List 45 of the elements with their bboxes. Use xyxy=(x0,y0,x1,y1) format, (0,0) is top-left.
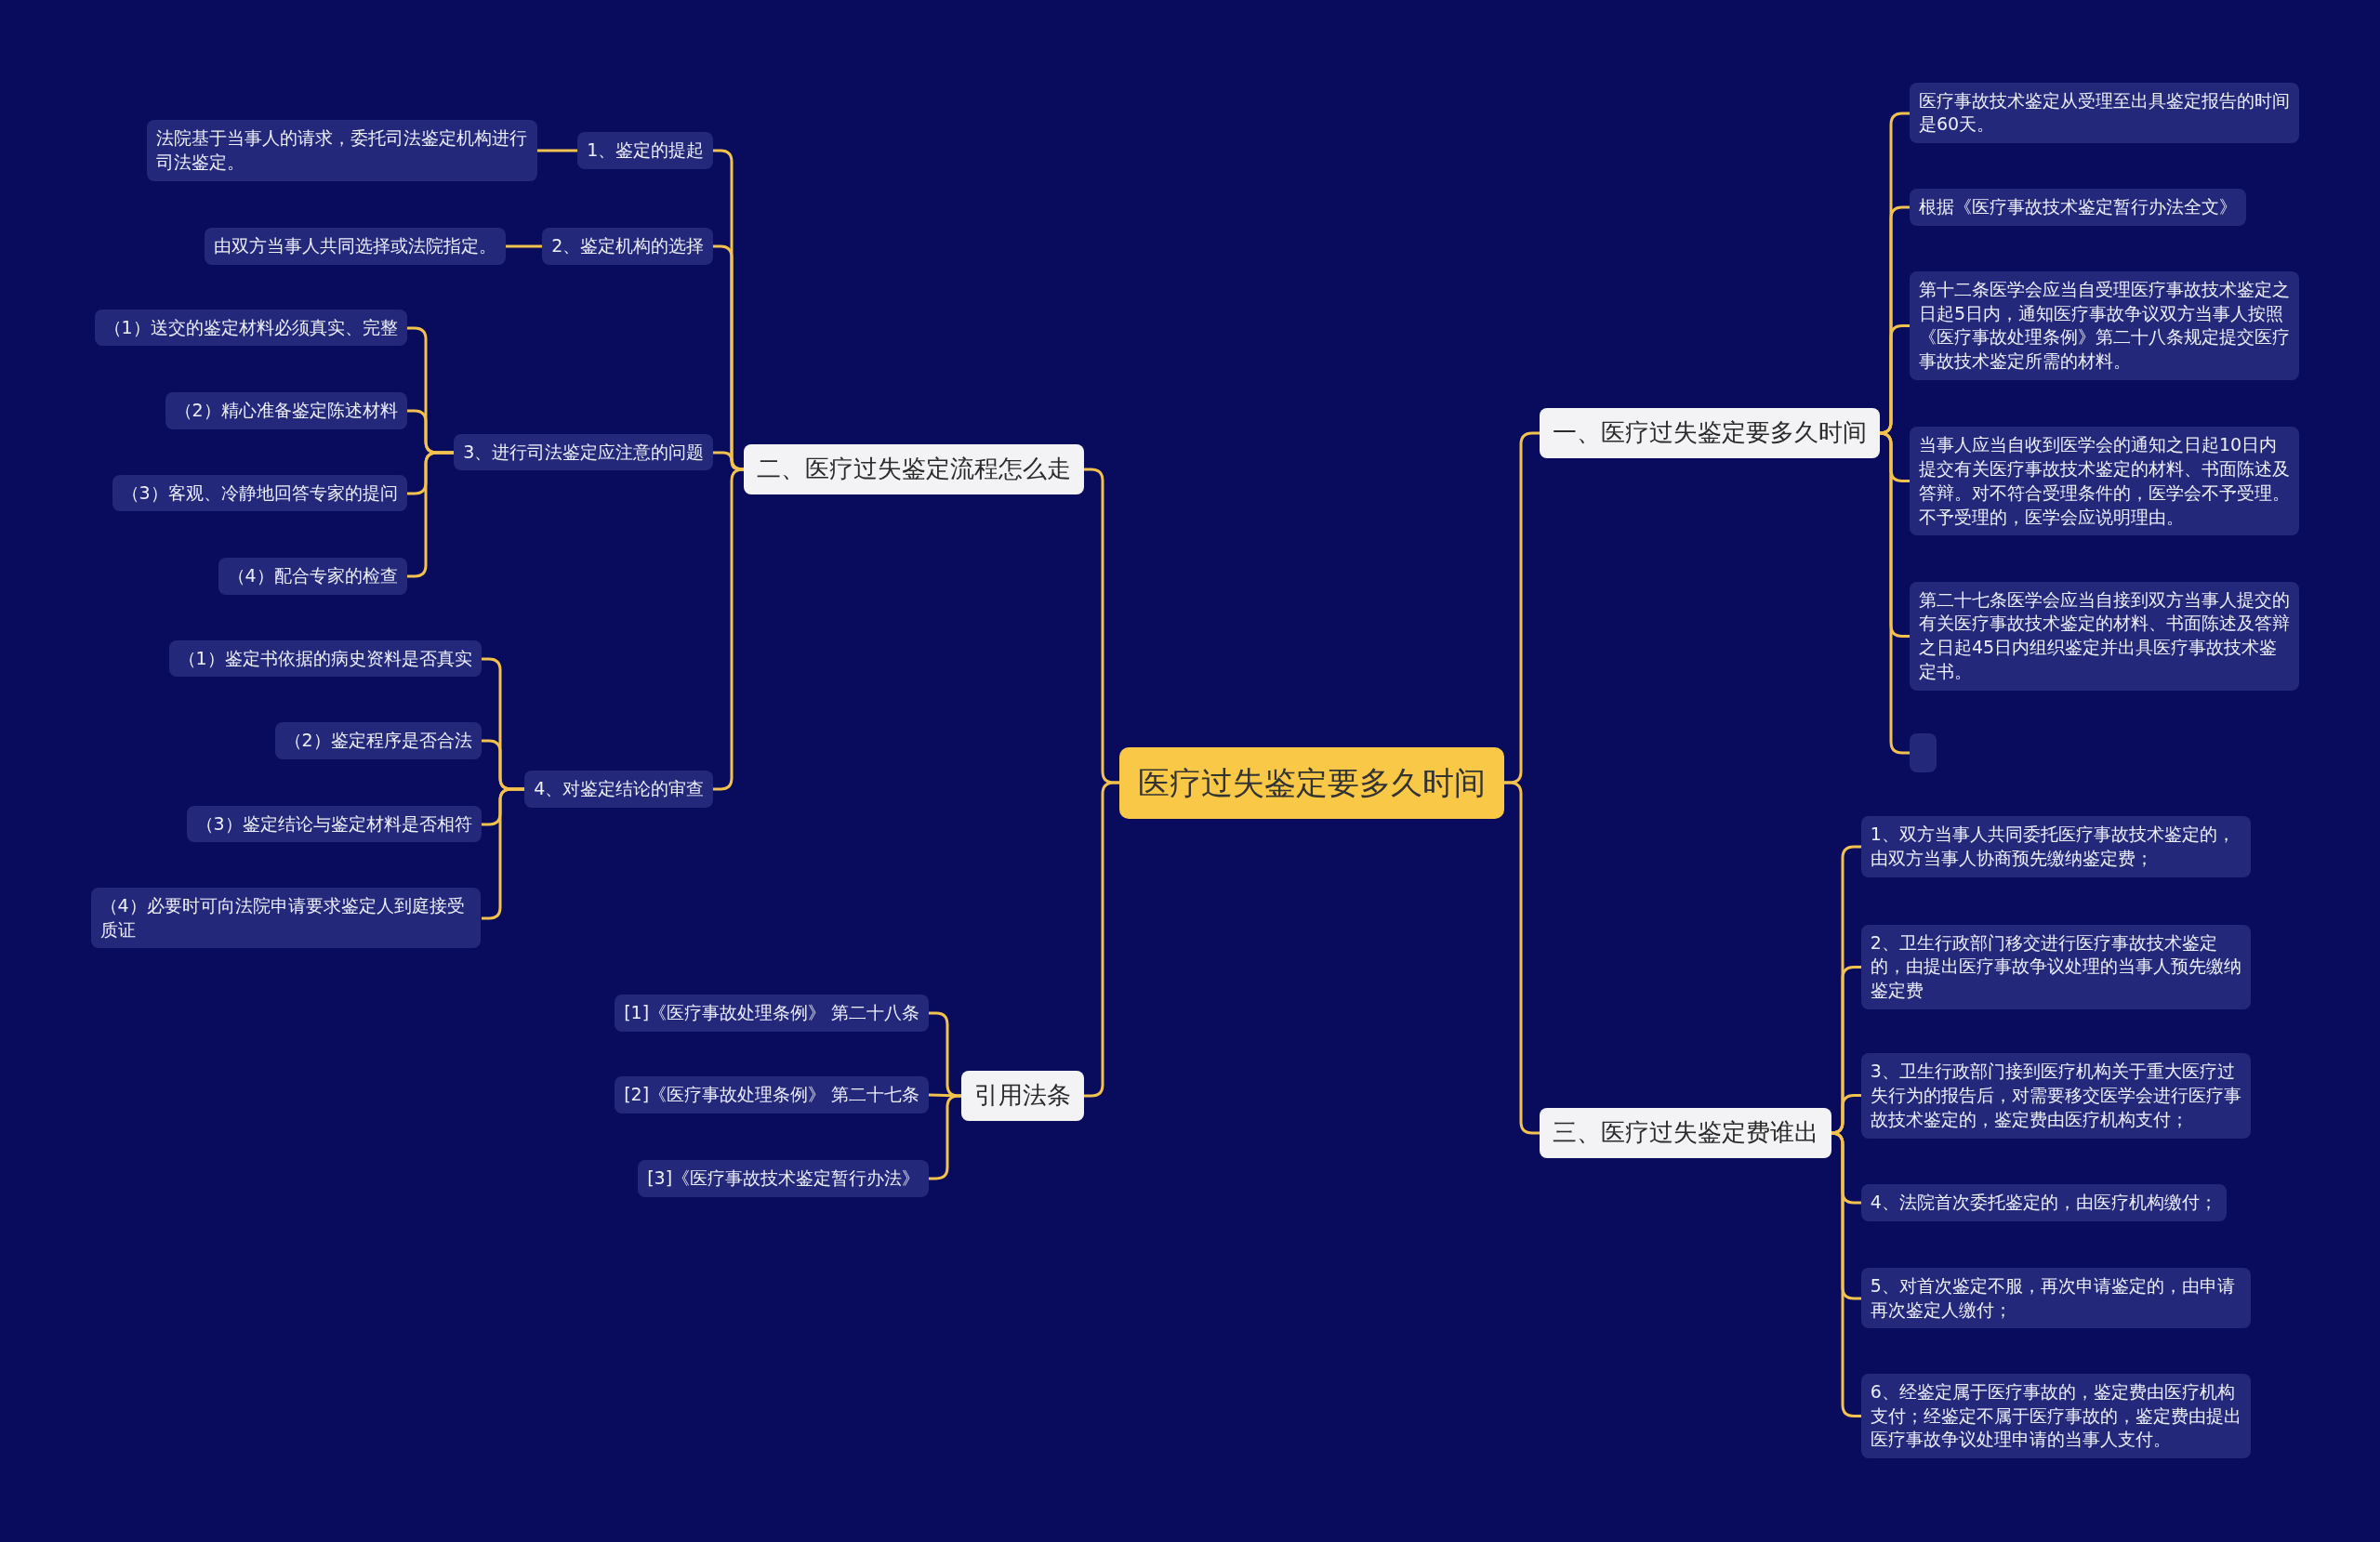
connector-line xyxy=(1504,781,1540,1135)
connector-line xyxy=(713,244,745,471)
subtopic-box: 第十二条医学会应当自受理医疗事故技术鉴定之日起5日内，通知医疗事故争议双方当事人按照《医疗事故处理条例》第二十八条规定提交医疗事故技术鉴定所需的材料。 xyxy=(1909,270,2300,380)
subtopic-box: （4）必要时可向法院申请要求鉴定人到庭接受质证 xyxy=(90,887,482,949)
branch-topic-box: 引用法条 xyxy=(960,1070,1084,1121)
subtopic-box: （1）送交的鉴定材料必须真实、完整 xyxy=(94,309,407,347)
empty-box xyxy=(1909,732,1937,773)
branch-topic-box: 三、医疗过失鉴定费谁出 xyxy=(1539,1107,1831,1158)
connector-line xyxy=(1084,781,1119,1098)
subtopic-box: 2、鉴定机构的选择 xyxy=(542,228,714,266)
subtopic-box: 2、卫生行政部门移交进行医疗事故技术鉴定的，由提出医疗事故争议处理的当事人预先缴纳鉴定费 xyxy=(1860,924,2252,1009)
subtopic-box: （3）客观、冷静地回答专家的提问 xyxy=(112,474,407,512)
subtopic-box: 医疗事故技术鉴定从受理至出具鉴定报告的时间是60天。 xyxy=(1909,82,2300,144)
subtopic-box: 第二十七条医学会应当自接到双方当事人提交的有关医疗事故技术鉴定的材料、书面陈述及答辩之日起45日内组织鉴定并出具医疗事故技术鉴定书。 xyxy=(1909,581,2300,691)
subtopic-box: [1]《医疗事故处理条例》 第二十八条 xyxy=(615,994,930,1032)
subtopic-box: （4）配合专家的检查 xyxy=(218,558,407,596)
subtopic-box: 6、经鉴定属于医疗事故的，鉴定费由医疗机构支付；经鉴定不属于医疗事故的，鉴定费由提出医疗事故争议处理申请的当事人支付。 xyxy=(1860,1373,2252,1459)
subtopic-box: （2）精心准备鉴定陈述材料 xyxy=(165,392,407,430)
connector-line xyxy=(537,149,577,152)
subtopic-box: [2]《医疗事故处理条例》 第二十七条 xyxy=(615,1075,930,1114)
subtopic-box: 3、卫生行政部门接到医疗机构关于重大医疗过失行为的报告后，对需要移交医学会进行医疗事故技术鉴定的，鉴定费由医疗机构支付； xyxy=(1860,1053,2252,1139)
connector-line xyxy=(506,244,542,248)
central-topic-box: 医疗过失鉴定要多久时间 xyxy=(1118,747,1504,819)
subtopic-box: 4、对鉴定结论的审查 xyxy=(524,770,714,808)
branch-topic-box: 二、医疗过失鉴定流程怎么走 xyxy=(743,444,1084,495)
subtopic-box: 1、鉴定的提起 xyxy=(577,132,714,170)
subtopic-box: 当事人应当自收到医学会的通知之日起10日内提交有关医疗事故技术鉴定的材料、书面陈述及答辩。对不符合受理条件的，医学会不予受理。不予受理的，医学会应说明理由。 xyxy=(1909,427,2300,536)
subtopic-box: （1）鉴定书依据的病史资料是否真实 xyxy=(168,639,482,678)
subtopic-box: 法院基于当事人的请求，委托司法鉴定机构进行司法鉴定。 xyxy=(146,120,537,182)
subtopic-box: （3）鉴定结论与鉴定材料是否相符 xyxy=(186,805,482,843)
connector-line xyxy=(1878,324,1910,435)
subtopic-box: 4、法院首次委托鉴定的，由医疗机构缴付； xyxy=(1860,1183,2227,1221)
subtopic-box: 根据《医疗事故技术鉴定暂行办法全文》 xyxy=(1909,188,2246,226)
connector-line xyxy=(713,468,745,791)
subtopic-box: （2）鉴定程序是否合法 xyxy=(274,721,482,759)
subtopic-box: 1、双方当事人共同委托医疗事故技术鉴定的，由双方当事人协商预先缴纳鉴定费； xyxy=(1860,816,2252,877)
branch-topic-box: 一、医疗过失鉴定要多久时间 xyxy=(1539,408,1880,458)
connector-line xyxy=(407,451,454,578)
subtopic-box: 3、进行司法鉴定应注意的问题 xyxy=(454,433,714,471)
connector-line xyxy=(928,1093,962,1098)
subtopic-box: 5、对首次鉴定不服，再次申请鉴定的，由申请再次鉴定人缴付； xyxy=(1860,1267,2252,1329)
subtopic-box: 由双方当事人共同选择或法院指定。 xyxy=(204,228,506,266)
subtopic-box: [3]《医疗事故技术鉴定暂行办法》 xyxy=(638,1159,930,1197)
connector-line xyxy=(929,1094,961,1180)
connector-line xyxy=(482,787,524,920)
